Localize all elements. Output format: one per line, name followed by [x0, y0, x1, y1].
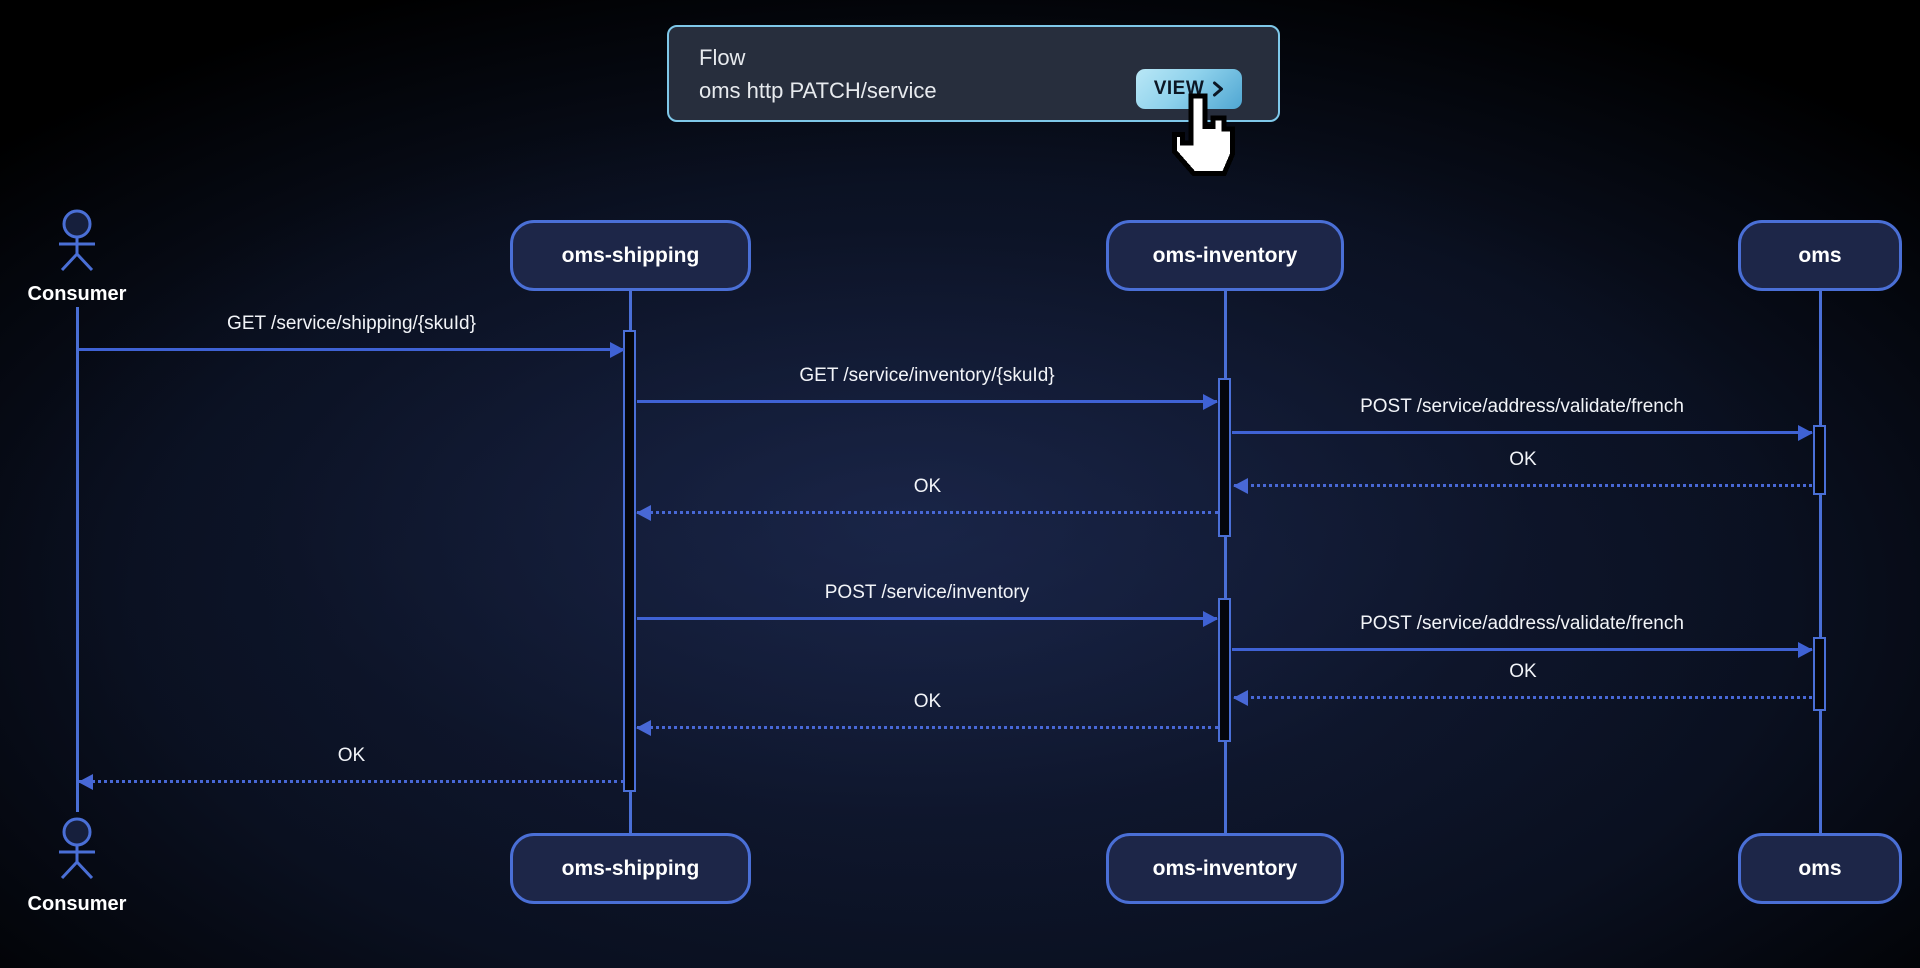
message-ok-shipping-to-consumer: OK	[78, 745, 624, 790]
lifeline-consumer	[76, 307, 79, 812]
arrowhead-icon	[1233, 477, 1248, 494]
message-label: POST /service/address/validate/french	[1360, 613, 1684, 634]
message-get-inventory: GET /service/inventory/{skuId}	[637, 365, 1218, 410]
view-button[interactable]: VIEW	[1136, 69, 1242, 109]
message-post-validate-1: POST /service/address/validate/french	[1232, 396, 1813, 441]
flow-card: Flow oms http PATCH/service VIEW	[667, 25, 1280, 122]
arrowhead-icon	[1203, 393, 1218, 410]
participant-box-oms-top: oms	[1738, 220, 1902, 291]
actor-icon-top	[59, 209, 95, 272]
message-label: OK	[913, 476, 942, 497]
arrowhead-icon	[636, 504, 651, 521]
activation-bar-inventory-2	[1218, 598, 1231, 742]
participant-label: oms-shipping	[561, 856, 700, 880]
message-label: GET /service/shipping/{skuId}	[227, 313, 476, 334]
participant-box-oms-inventory-bottom: oms-inventory	[1106, 833, 1344, 904]
message-post-validate-2: POST /service/address/validate/french	[1232, 613, 1813, 658]
participant-box-oms-shipping-bottom: oms-shipping	[510, 833, 751, 904]
message-label: POST /service/address/validate/french	[1360, 396, 1684, 417]
message-post-inventory: POST /service/inventory	[637, 582, 1218, 627]
lifeline-oms-inventory	[1224, 291, 1227, 833]
arrowhead-icon	[1203, 610, 1218, 627]
activation-bar-oms-1	[1813, 425, 1826, 495]
activation-bar-inventory-1	[1218, 378, 1231, 537]
actor-icon-bottom	[59, 817, 95, 880]
flow-card-title: Flow	[699, 45, 746, 70]
hand-cursor-icon	[1171, 93, 1236, 176]
message-label: POST /service/inventory	[824, 582, 1030, 603]
arrowhead-icon	[1798, 641, 1813, 658]
participant-label: oms-inventory	[1152, 243, 1298, 267]
activation-bar-shipping	[623, 330, 636, 792]
participant-label: oms-inventory	[1152, 856, 1298, 880]
arrowhead-icon	[610, 341, 625, 358]
flow-card-subtitle: oms http PATCH/service	[699, 78, 937, 103]
message-label: OK	[337, 745, 366, 766]
participant-label: oms	[1798, 856, 1842, 880]
participant-label-consumer-top: Consumer	[27, 283, 127, 305]
message-label: OK	[1509, 661, 1537, 682]
participant-label: oms	[1798, 243, 1842, 267]
lifeline-oms	[1819, 291, 1822, 833]
message-label: GET /service/inventory/{skuId}	[799, 365, 1055, 386]
message-label: OK	[913, 691, 942, 712]
message-get-shipping: GET /service/shipping/{skuId}	[79, 313, 625, 358]
message-ok-oms-to-inventory-1: OK	[1233, 449, 1812, 494]
message-label: OK	[1509, 449, 1537, 470]
participant-box-oms-bottom: oms	[1738, 833, 1902, 904]
arrowhead-icon	[1798, 424, 1813, 441]
message-ok-inventory-to-shipping-1: OK	[636, 476, 1218, 521]
activation-bar-oms-2	[1813, 637, 1826, 711]
message-ok-inventory-to-shipping-2: OK	[636, 691, 1218, 736]
participant-box-oms-inventory-top: oms-inventory	[1106, 220, 1344, 291]
flow-card-text: Flow oms http PATCH/service	[699, 41, 937, 107]
participant-box-oms-shipping-top: oms-shipping	[510, 220, 751, 291]
message-ok-oms-to-inventory-2: OK	[1233, 661, 1812, 706]
participant-label: oms-shipping	[561, 243, 700, 267]
arrowhead-icon	[1233, 689, 1248, 706]
participant-label-consumer-bottom: Consumer	[27, 893, 127, 915]
chevron-right-icon	[1213, 81, 1224, 97]
arrowhead-icon	[636, 719, 651, 736]
arrowhead-icon	[78, 773, 93, 790]
